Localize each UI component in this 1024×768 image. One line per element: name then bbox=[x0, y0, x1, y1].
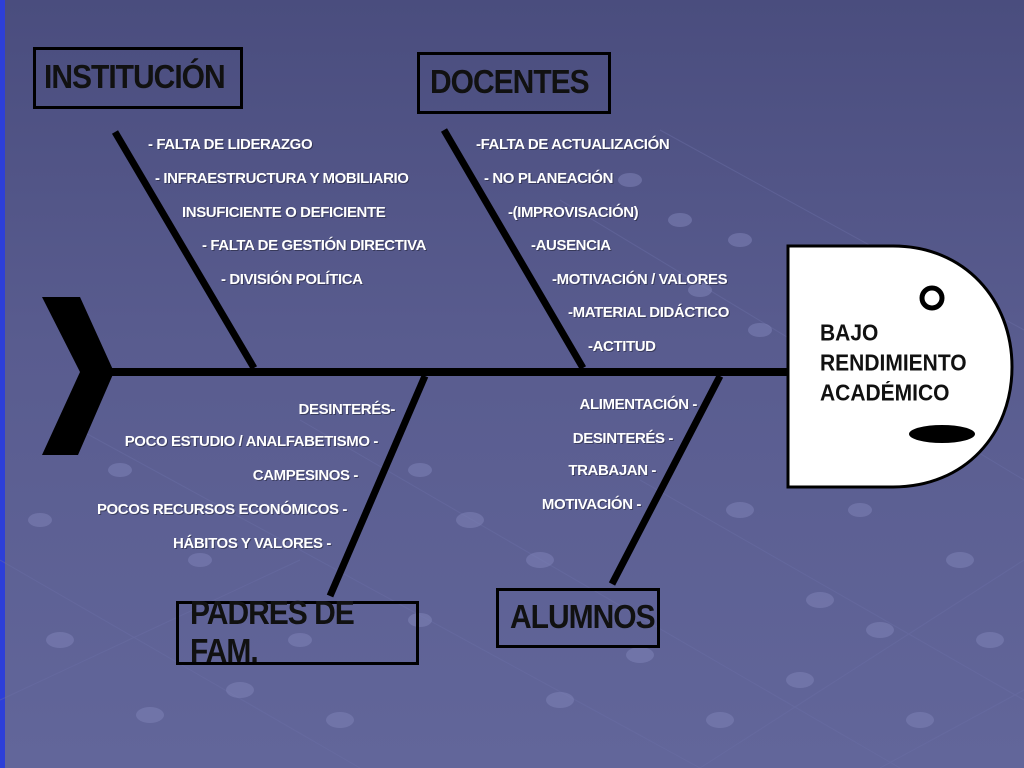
cause-item: -FALTA DE ACTUALIZACIÓN bbox=[476, 136, 670, 153]
effect-line: BAJO bbox=[820, 321, 879, 347]
effect-line: RENDIMIENTO bbox=[820, 351, 967, 377]
cause-item: - NO PLANEACIÓN bbox=[484, 170, 614, 187]
bone-alumnos bbox=[608, 374, 724, 586]
category-box-padres: PADRES DE FAM. bbox=[176, 595, 419, 670]
bone-docentes bbox=[440, 128, 587, 370]
cause-item: CAMPESINOS - bbox=[252, 467, 359, 484]
cause-item: ALIMENTACIÓN - bbox=[579, 396, 698, 413]
category-label: PADRES DE FAM. bbox=[190, 594, 355, 670]
fish-eye bbox=[919, 285, 945, 311]
cause-item: HÁBITOS Y VALORES - bbox=[173, 535, 331, 552]
category-label: ALUMNOS bbox=[510, 598, 656, 636]
cause-item: - FALTA DE LIDERAZGO bbox=[148, 136, 313, 153]
category-label: DOCENTES bbox=[430, 63, 590, 101]
bone-institucion bbox=[111, 130, 258, 370]
fish-mouth bbox=[909, 425, 975, 443]
cause-item: INSUFICIENTE O DEFICIENTE bbox=[182, 204, 386, 221]
cause-item: - INFRAESTRUCTURA Y MOBILIARIO bbox=[155, 170, 409, 187]
effect-label: BAJO RENDIMIENTO ACADÉMICO bbox=[820, 318, 967, 408]
cause-item: DESINTERÉS - bbox=[572, 430, 674, 447]
cause-item: -(IMPROVISACIÓN) bbox=[508, 204, 639, 221]
cause-item: TRABAJAN - bbox=[568, 462, 656, 479]
cause-item: POCOS RECURSOS ECONÓMICOS - bbox=[96, 501, 347, 518]
cause-item: DESINTERÉS- bbox=[298, 401, 396, 418]
fish-tail bbox=[42, 297, 114, 455]
cause-item: -MATERIAL DIDÁCTICO bbox=[568, 304, 729, 321]
bone-padres bbox=[326, 374, 429, 598]
category-box-alumnos: ALUMNOS bbox=[496, 588, 660, 648]
cause-item: - DIVISIÓN POLÍTICA bbox=[221, 271, 363, 288]
cause-item: POCO ESTUDIO / ANALFABETISMO - bbox=[124, 433, 379, 450]
cause-item: MOTIVACIÓN - bbox=[541, 496, 641, 513]
category-box-institucion: INSTITUCIÓN bbox=[33, 47, 243, 109]
cause-item: -ACTITUD bbox=[588, 338, 656, 355]
slide-left-edge bbox=[0, 0, 5, 768]
cause-item: -AUSENCIA bbox=[531, 237, 611, 254]
cause-item: -MOTIVACIÓN / VALORES bbox=[552, 271, 728, 288]
effect-line: ACADÉMICO bbox=[820, 381, 950, 407]
category-box-docentes: DOCENTES bbox=[417, 52, 611, 114]
cause-item: - FALTA DE GESTIÓN DIRECTIVA bbox=[202, 237, 427, 254]
category-label: INSTITUCIÓN bbox=[44, 58, 226, 96]
